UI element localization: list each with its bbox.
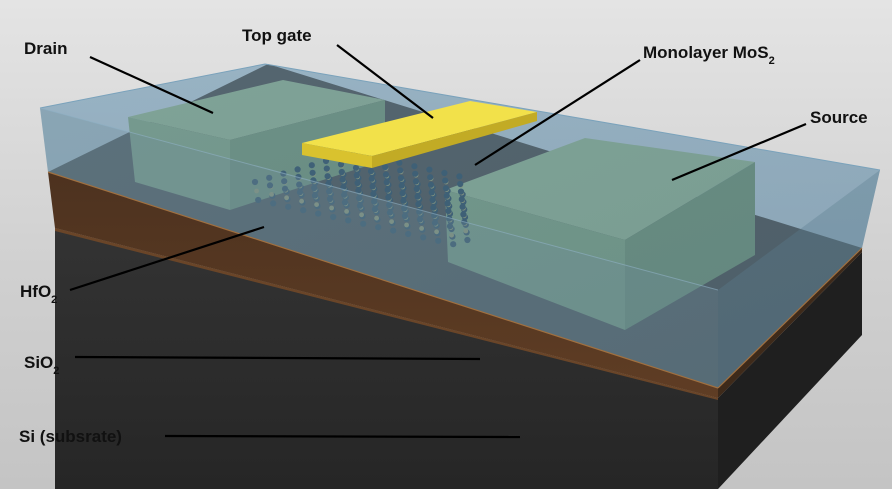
- hfo2-leader: [69, 225, 265, 292]
- hfo2-label: HfO2: [20, 282, 57, 306]
- sio2-text: SiO: [24, 353, 53, 372]
- hfo2-right-face: [718, 170, 880, 388]
- sio2-front-face: [48, 172, 718, 398]
- monolayer-mos2-subscript: 2: [769, 55, 775, 67]
- drain-leader: [89, 55, 214, 115]
- monolayer-mos2-text: Monolayer MoS: [643, 43, 769, 62]
- hfo2-front-face: [40, 108, 718, 388]
- source-leader: [671, 122, 807, 182]
- hfo2-subscript: 2: [51, 294, 57, 306]
- sio2-right-top-edge: [717, 247, 863, 389]
- hfo2-layer: [39, 63, 881, 389]
- source-label: Source: [810, 108, 868, 127]
- si-substrate-label: Si (subsrate): [19, 427, 122, 446]
- hfo2-top-edge-right: [264, 63, 881, 171]
- sio2-leader: [74, 355, 481, 361]
- gate-right-face: [372, 112, 537, 168]
- monolayer-leader: [474, 59, 641, 166]
- leader-lines: [69, 44, 807, 439]
- gate-front-face: [302, 143, 372, 168]
- gate-top-face: [302, 101, 537, 156]
- sio2-right-face: [718, 248, 862, 398]
- drain-label: Drain: [24, 39, 67, 58]
- si-leader: [164, 434, 521, 439]
- sio2-label: SiO2: [24, 353, 59, 377]
- top-gate-label: Top gate: [242, 26, 312, 45]
- top-gate-electrode: [302, 101, 537, 168]
- sio2-front-face-lower: [55, 228, 718, 400]
- hfo2-top-face: [40, 64, 880, 388]
- si-right-face: [718, 252, 862, 489]
- top-gate-leader: [336, 44, 434, 119]
- sio2-subscript: 2: [53, 365, 59, 377]
- hfo2-front-edge: [39, 107, 719, 291]
- monolayer-mos2-label: Monolayer MoS2: [643, 43, 775, 67]
- sio2-front-top-edge: [47, 171, 719, 389]
- hfo2-text: HfO: [20, 282, 51, 301]
